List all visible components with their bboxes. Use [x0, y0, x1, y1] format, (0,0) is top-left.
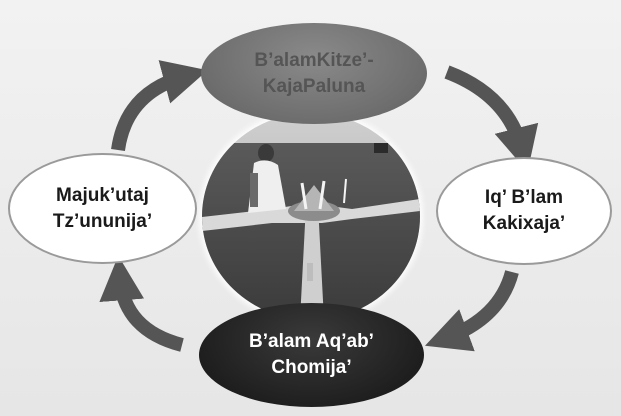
- node-top-line2: KajaPaluna: [262, 75, 366, 97]
- node-bottom: B’alam Aq’ab’ Chomija’: [199, 303, 424, 407]
- node-right: Iq’ B’lam Kakixaja’: [436, 157, 612, 265]
- arrow-left-to-top: [111, 60, 208, 152]
- arrow-right-to-bottom: [424, 270, 519, 352]
- node-left-line2: Tz’ununija’: [52, 210, 153, 232]
- node-right-line2: Kakixaja’: [482, 213, 566, 234]
- center-photo: [202, 113, 420, 320]
- ceremony-photo-image: [202, 113, 420, 320]
- node-left-line1: Majuk’utaj: [56, 184, 149, 206]
- arrow-bottom-to-left: [99, 255, 184, 352]
- node-top-line1: B’alamKitze’-: [254, 49, 374, 71]
- node-right-line1: Iq’ B’lam: [484, 187, 564, 209]
- node-bottom-line1: B’alam Aq’ab’: [249, 331, 374, 353]
- arrow-top-to-right: [444, 65, 539, 172]
- node-left: Majuk’utaj Tz’ununija’: [8, 153, 197, 264]
- node-top: B’alamKitze’- KajaPaluna: [201, 23, 427, 124]
- node-bottom-line2: Chomija’: [271, 357, 352, 378]
